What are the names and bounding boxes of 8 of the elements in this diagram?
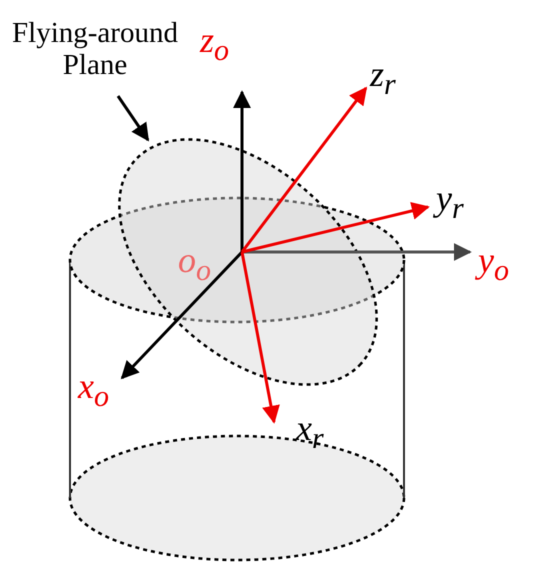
axis-label: x$_{r}$ [296, 410, 324, 454]
axis-label: z$_{r}$ [370, 56, 396, 100]
axis-label: x$_{o}$ [78, 368, 109, 412]
axis-label: z$_{o}$ [200, 22, 230, 66]
arrow [116, 95, 150, 142]
origin-label: o$_{o}$ [178, 242, 211, 286]
plane-label: Flying-around Plane [0, 18, 190, 82]
plane-ellipse [118, 138, 378, 386]
